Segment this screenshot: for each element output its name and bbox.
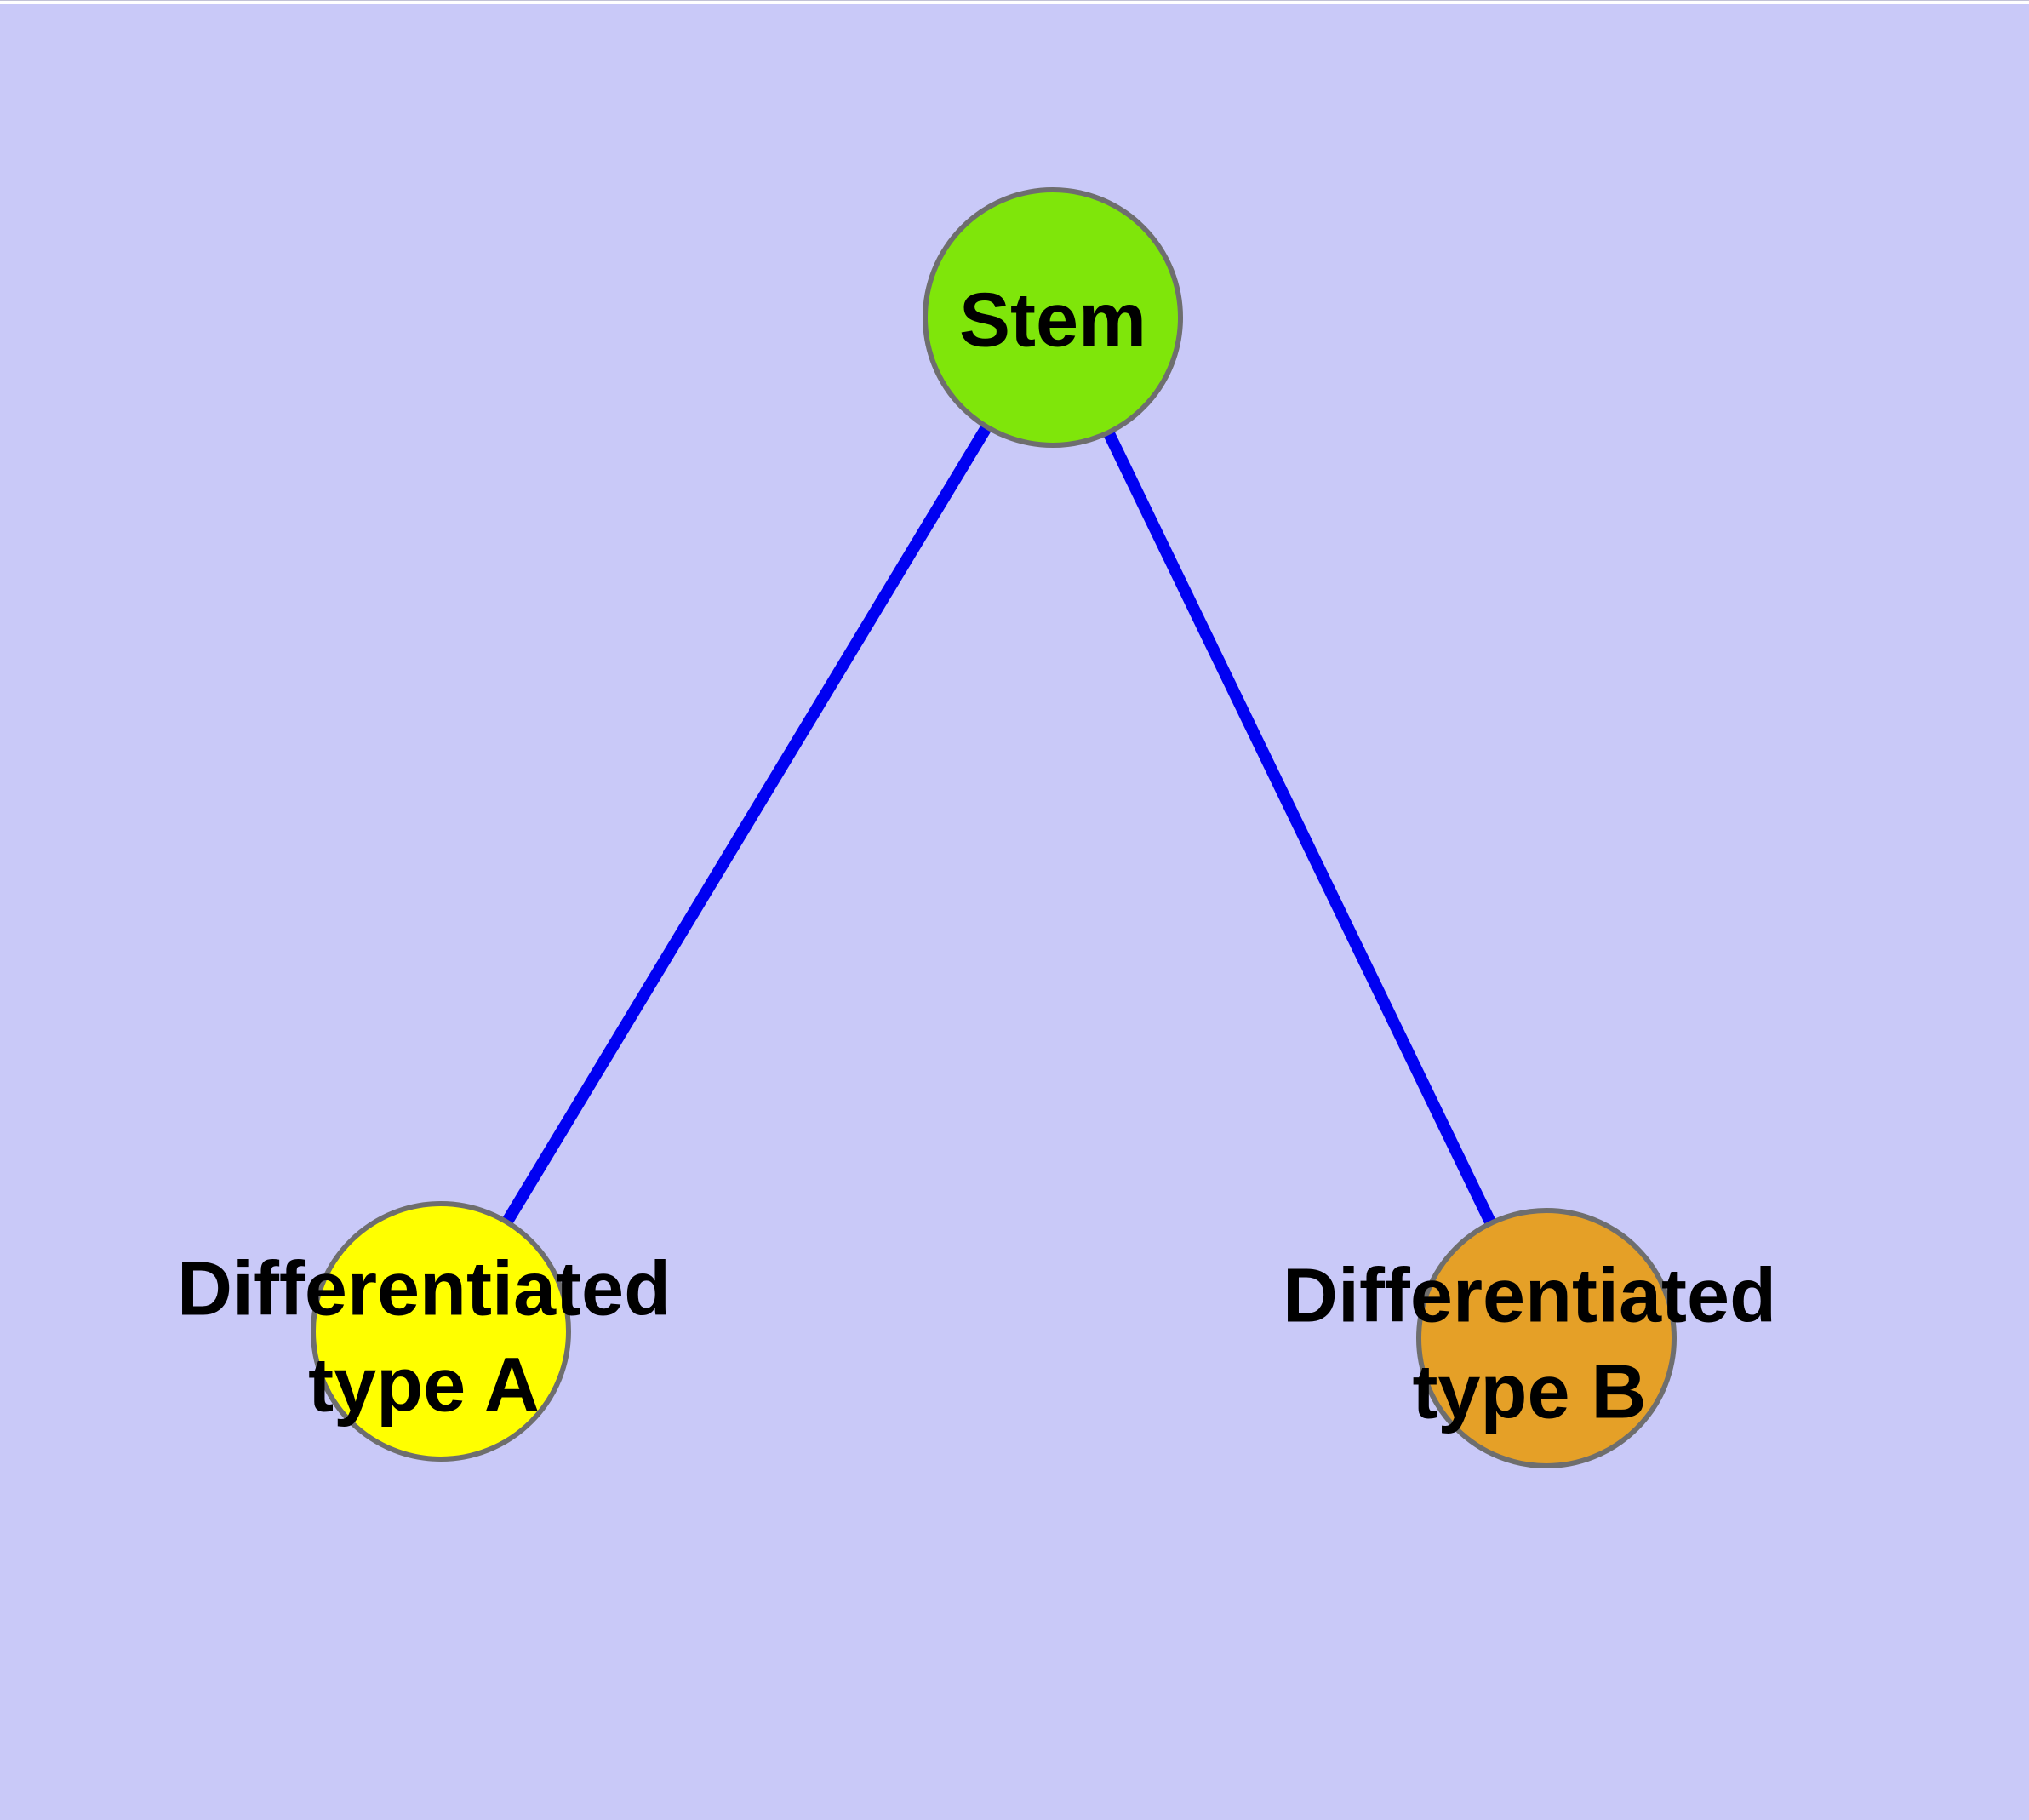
node-stem bbox=[923, 187, 1183, 448]
node-b-label-line1: Differentiated bbox=[1282, 1253, 1777, 1339]
node-differentiated-type-a bbox=[311, 1201, 571, 1462]
node-a-label-line2: type A bbox=[308, 1343, 540, 1428]
edge-stem-to-type-b bbox=[1047, 314, 1552, 1342]
node-stem-label: Stem bbox=[959, 272, 1146, 369]
node-differentiated-type-b bbox=[1416, 1208, 1677, 1468]
node-differentiated-type-a-label: Differentiated type A bbox=[177, 1242, 671, 1435]
node-a-label-line1: Differentiated bbox=[176, 1246, 672, 1332]
window-top-edge bbox=[0, 0, 2029, 4]
node-differentiated-type-b-label: Differentiated type B bbox=[1283, 1249, 1776, 1442]
edge-stem-to-type-a bbox=[436, 314, 1058, 1335]
node-b-label-line2: type B bbox=[1412, 1350, 1647, 1435]
node-stem-label-text: Stem bbox=[958, 278, 1147, 363]
